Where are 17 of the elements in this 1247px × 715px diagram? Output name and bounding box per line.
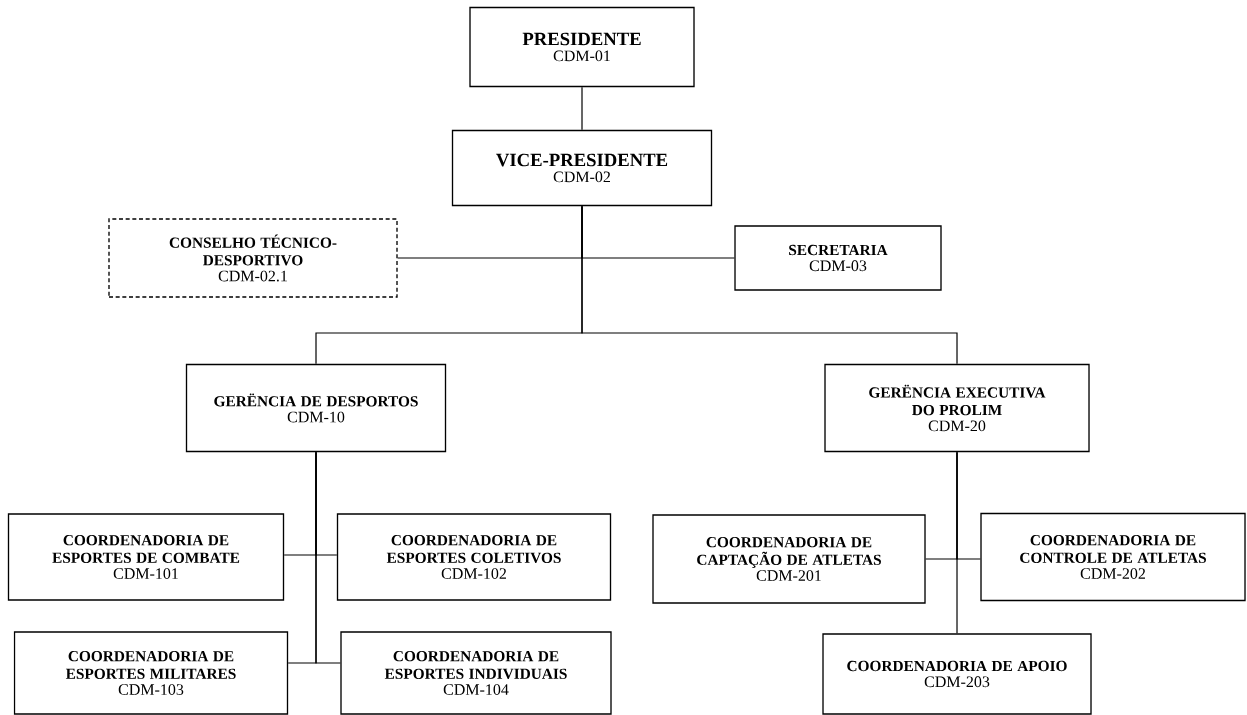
dashed-box: CONSELHO TÉCNICO-DESPORTIVO CDM-02.1 <box>108 218 398 298</box>
connector-line <box>956 451 958 634</box>
org-box: PRESIDENTE CDM-01 <box>469 6 695 88</box>
org-box: COORDENADORIA DE ESPORTES INDIVIDUAIS CDM-104 <box>340 631 612 715</box>
connector-line <box>315 451 341 664</box>
org-box: VICE-PRESIDENTE CDM-02 <box>451 129 713 207</box>
connector-line <box>581 86 583 131</box>
org-box: COORDENADORIA DE ESPORTES DE COMBATE CDM-101 <box>7 513 285 601</box>
connector-line <box>581 205 958 365</box>
org-box: COORDENADORIA DE APOIO CDM-203 <box>822 633 1092 715</box>
org-box: GERËNCIA EXECUTIVA DO PROLIM CDM-20 <box>824 363 1090 453</box>
org-box: SECRETARIA CDM-03 <box>734 225 942 291</box>
org-box: GERËNCIA DE DESPORTOS CDM-10 <box>185 363 447 453</box>
org-box: COORDENADORIA DE CONTROLE DE ATLETAS CDM-202 <box>980 512 1246 602</box>
org-box: COORDENADORIA DE ESPORTES MILITARES CDM-103 <box>13 631 289 715</box>
org-box: COORDENADORIA DE ESPORTES COLETIVOS CDM-102 <box>336 513 612 601</box>
org-box: COORDENADORIA DE CAPTAÇÃO DE ATLETAS CDM-201 <box>652 514 926 604</box>
